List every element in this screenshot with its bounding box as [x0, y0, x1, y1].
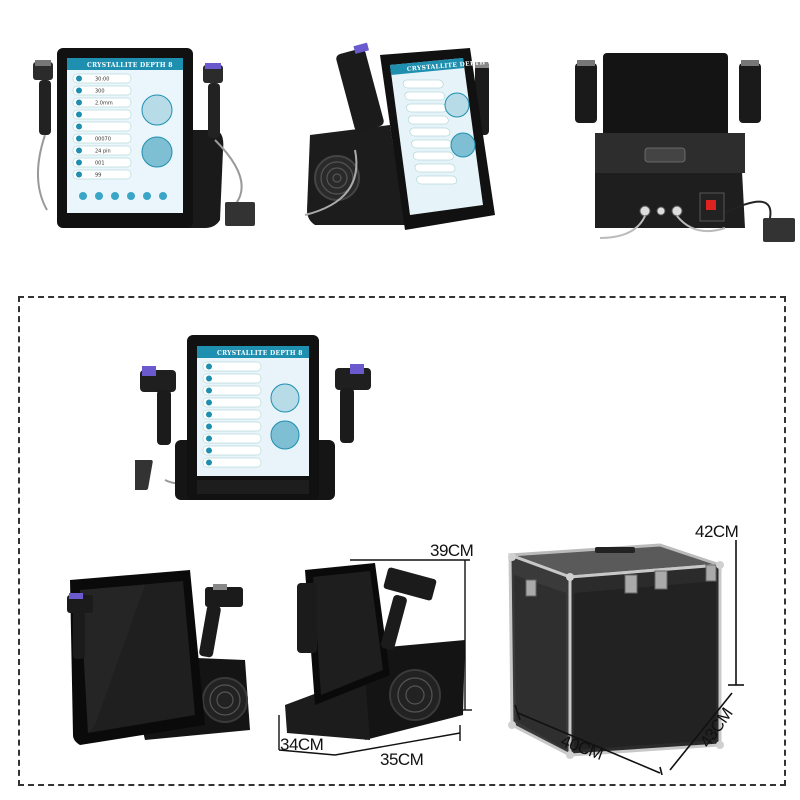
- device-side-view-dimensioned: [278, 559, 472, 756]
- screen-title: CRYSTALLITE DEPTH 8: [217, 350, 303, 357]
- dimension-case-height: 42CM: [695, 522, 739, 541]
- screen-value: 2.0mm: [95, 101, 113, 107]
- device-screen: CRYSTALLITE DEPTH 8 30:00 300 2.0mm 0007…: [67, 58, 183, 213]
- foot-pedal: [225, 202, 255, 226]
- foot-pedal: [763, 218, 795, 242]
- carrying-case: [508, 540, 744, 775]
- left-handpiece: [33, 60, 53, 211]
- dimension-device-width: 35CM: [380, 750, 424, 769]
- dimension-device-height: 39CM: [430, 541, 474, 560]
- dimensions-panel: [18, 296, 786, 786]
- screen-value: 00070: [95, 137, 111, 143]
- device-front-view: CRYSTALLITE DEPTH 8 30:00 300 2.0mm 0007…: [33, 48, 255, 228]
- screen-value: 300: [95, 89, 105, 95]
- screen-value: 30:00: [95, 77, 109, 83]
- screen-title: CRYSTALLITE DEPTH 8: [87, 62, 173, 69]
- device-angled-view: CRYSTALLITE DEPTH 8: [304, 42, 495, 230]
- fan-icon: [314, 155, 360, 201]
- screen-value: 24 pin: [95, 149, 111, 155]
- device-front-view-with-pedal: CRYSTALLITE DEPTH 8: [135, 335, 371, 500]
- screen-value: 001: [95, 161, 105, 167]
- case-handle: [595, 547, 635, 553]
- nfc-badge: [644, 147, 686, 163]
- device-perspective-view: [67, 570, 250, 745]
- fan-icon: [389, 669, 441, 721]
- device-rear-view: [575, 53, 795, 242]
- foot-pedal: [135, 460, 153, 490]
- screen-value: 99: [95, 173, 101, 179]
- right-handpiece: [203, 63, 243, 206]
- dimension-device-depth: 34CM: [280, 735, 324, 754]
